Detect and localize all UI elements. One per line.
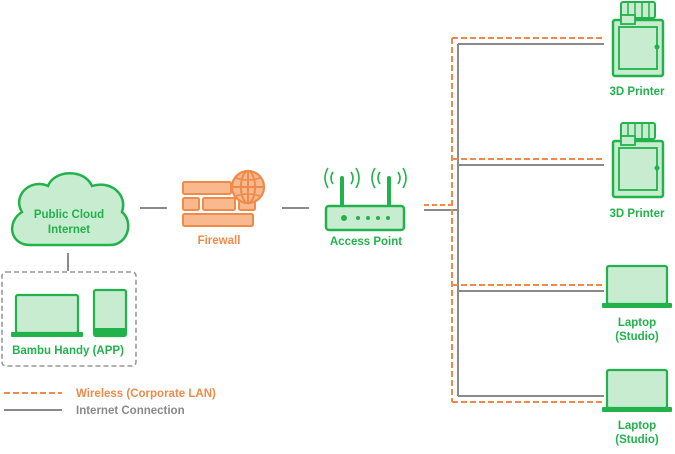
printer-2-node: 3D Printer — [610, 122, 665, 220]
app-label: Bambu Handy (APP) — [12, 345, 124, 357]
cloud-label-line2: Internet — [48, 224, 90, 236]
legend: Wireless (Corporate LAN) Internet Connec… — [4, 388, 216, 417]
router-icon — [324, 167, 407, 232]
3d-printer-icon — [611, 1, 665, 78]
laptop-1-node: Laptop (Studio) — [602, 264, 672, 343]
legend-wireless-label: Wireless (Corporate LAN) — [76, 388, 216, 400]
globe-icon — [230, 169, 266, 205]
laptop-2-node: Laptop (Studio) — [602, 368, 672, 446]
app-node: Bambu Handy (APP) — [1, 271, 137, 367]
printer-1-node: 3D Printer — [610, 1, 665, 98]
printer-2-label: 3D Printer — [610, 208, 665, 220]
cloud-icon — [10, 172, 130, 247]
laptop-1-label-line1: Laptop — [618, 317, 656, 329]
firewall-label: Firewall — [198, 235, 241, 247]
cloud-label-line1: Public Cloud — [34, 209, 104, 221]
access-point-label: Access Point — [330, 236, 402, 248]
laptop-2-label-line2: (Studio) — [615, 434, 659, 446]
access-point-node: Access Point — [324, 167, 407, 248]
printer-1-label: 3D Printer — [610, 86, 665, 98]
cloud-node: Public Cloud Internet — [10, 172, 130, 247]
firewall-node: Firewall — [182, 169, 266, 247]
tablet-icon — [92, 288, 128, 338]
laptop-icon — [602, 368, 672, 412]
laptop-icon — [602, 264, 672, 308]
wireless-trunk — [451, 37, 604, 403]
3d-printer-icon — [611, 122, 665, 199]
laptop-icon — [11, 293, 83, 337]
connections — [67, 37, 604, 403]
laptop-1-label-line2: (Studio) — [615, 331, 659, 343]
legend-internet-label: Internet Connection — [76, 405, 185, 417]
laptop-2-label-line1: Laptop — [618, 420, 656, 432]
